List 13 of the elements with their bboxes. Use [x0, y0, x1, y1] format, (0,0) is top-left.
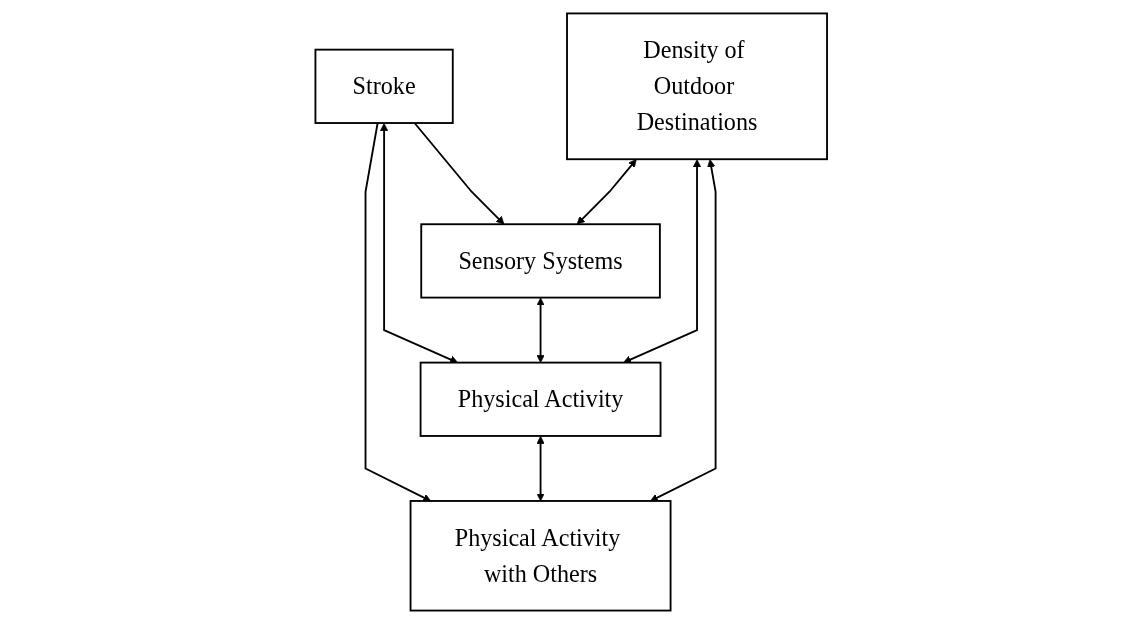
arrow — [622, 159, 701, 364]
arrow — [649, 159, 717, 502]
node-box: Sensory Systems — [420, 223, 661, 299]
node-box: Stroke — [314, 48, 454, 124]
arrow — [413, 122, 505, 225]
arrow — [576, 159, 637, 225]
arrow — [364, 122, 431, 502]
node-box: Physical Activity with Others — [409, 500, 672, 612]
arrow — [536, 435, 545, 502]
node-box: Physical Activity — [419, 361, 662, 437]
arrow — [379, 123, 458, 364]
arrow — [536, 297, 545, 363]
node-box: Density of Outdoor Destinations — [565, 12, 828, 161]
